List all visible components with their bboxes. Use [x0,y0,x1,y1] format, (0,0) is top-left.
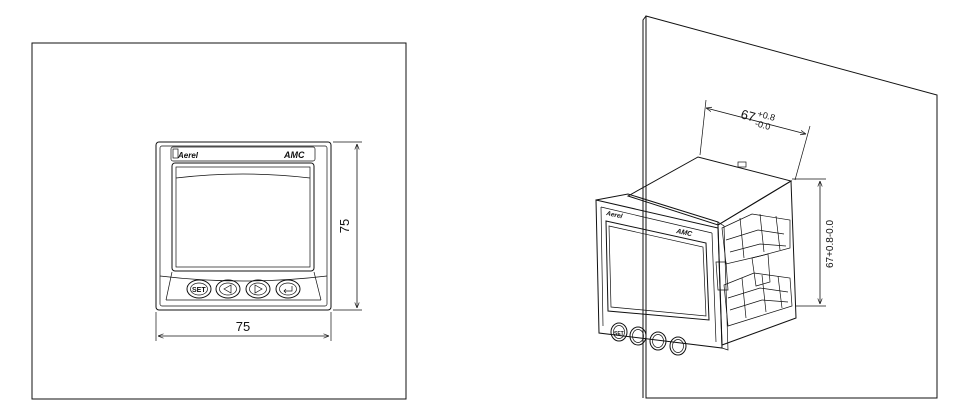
iso-brand-logo: Aerel [605,210,624,220]
iso-set-button[interactable]: SET [610,322,628,342]
front-set-label: SET [192,287,206,294]
front-enter-button[interactable] [275,279,301,299]
cutout-width-base: 67 [739,106,757,124]
iso-enter-button[interactable] [669,336,687,356]
iso-left-button[interactable] [629,326,647,346]
front-view-border [31,42,407,400]
iso-right-button[interactable] [649,331,667,351]
iso-display-window [605,220,710,321]
cutout-width-tol-plus: +0.8 [756,109,776,123]
mounting-clips [715,213,793,327]
meter-iso-front: Aerel AMC SET [595,193,729,356]
front-height-label: 75 [337,219,352,233]
cutout-height-label: 67+0.8-0.0 [825,220,836,269]
cutout-height-dimension: 67+0.8-0.0 [792,178,836,307]
right-arrow-icon [254,284,263,294]
front-view: Aerel AMC SET [31,42,407,400]
cutout-width-dimension: 67 +0.8 -0.0 [699,99,811,181]
front-brand-logo: Aerel [177,151,199,160]
front-height-dimension: 75 [333,141,362,311]
front-right-button[interactable] [245,279,271,299]
front-left-button[interactable] [215,279,241,299]
cutout-width-tol-minus: -0.0 [754,118,772,132]
left-arrow-icon [223,284,232,294]
mounting-panel [642,15,938,399]
enter-icon [283,286,293,294]
meter-front: Aerel AMC SET [155,141,332,311]
iso-view: Aerel AMC SET [595,15,938,399]
front-display-window [171,162,315,272]
meter-body [626,156,797,346]
front-width-dimension: 75 [155,312,332,341]
front-width-label: 75 [236,319,250,334]
front-model-label: AMC [283,150,305,160]
iso-set-label: SET [614,331,624,337]
front-set-button[interactable]: SET [186,279,212,299]
iso-model-label: AMC [675,228,694,239]
